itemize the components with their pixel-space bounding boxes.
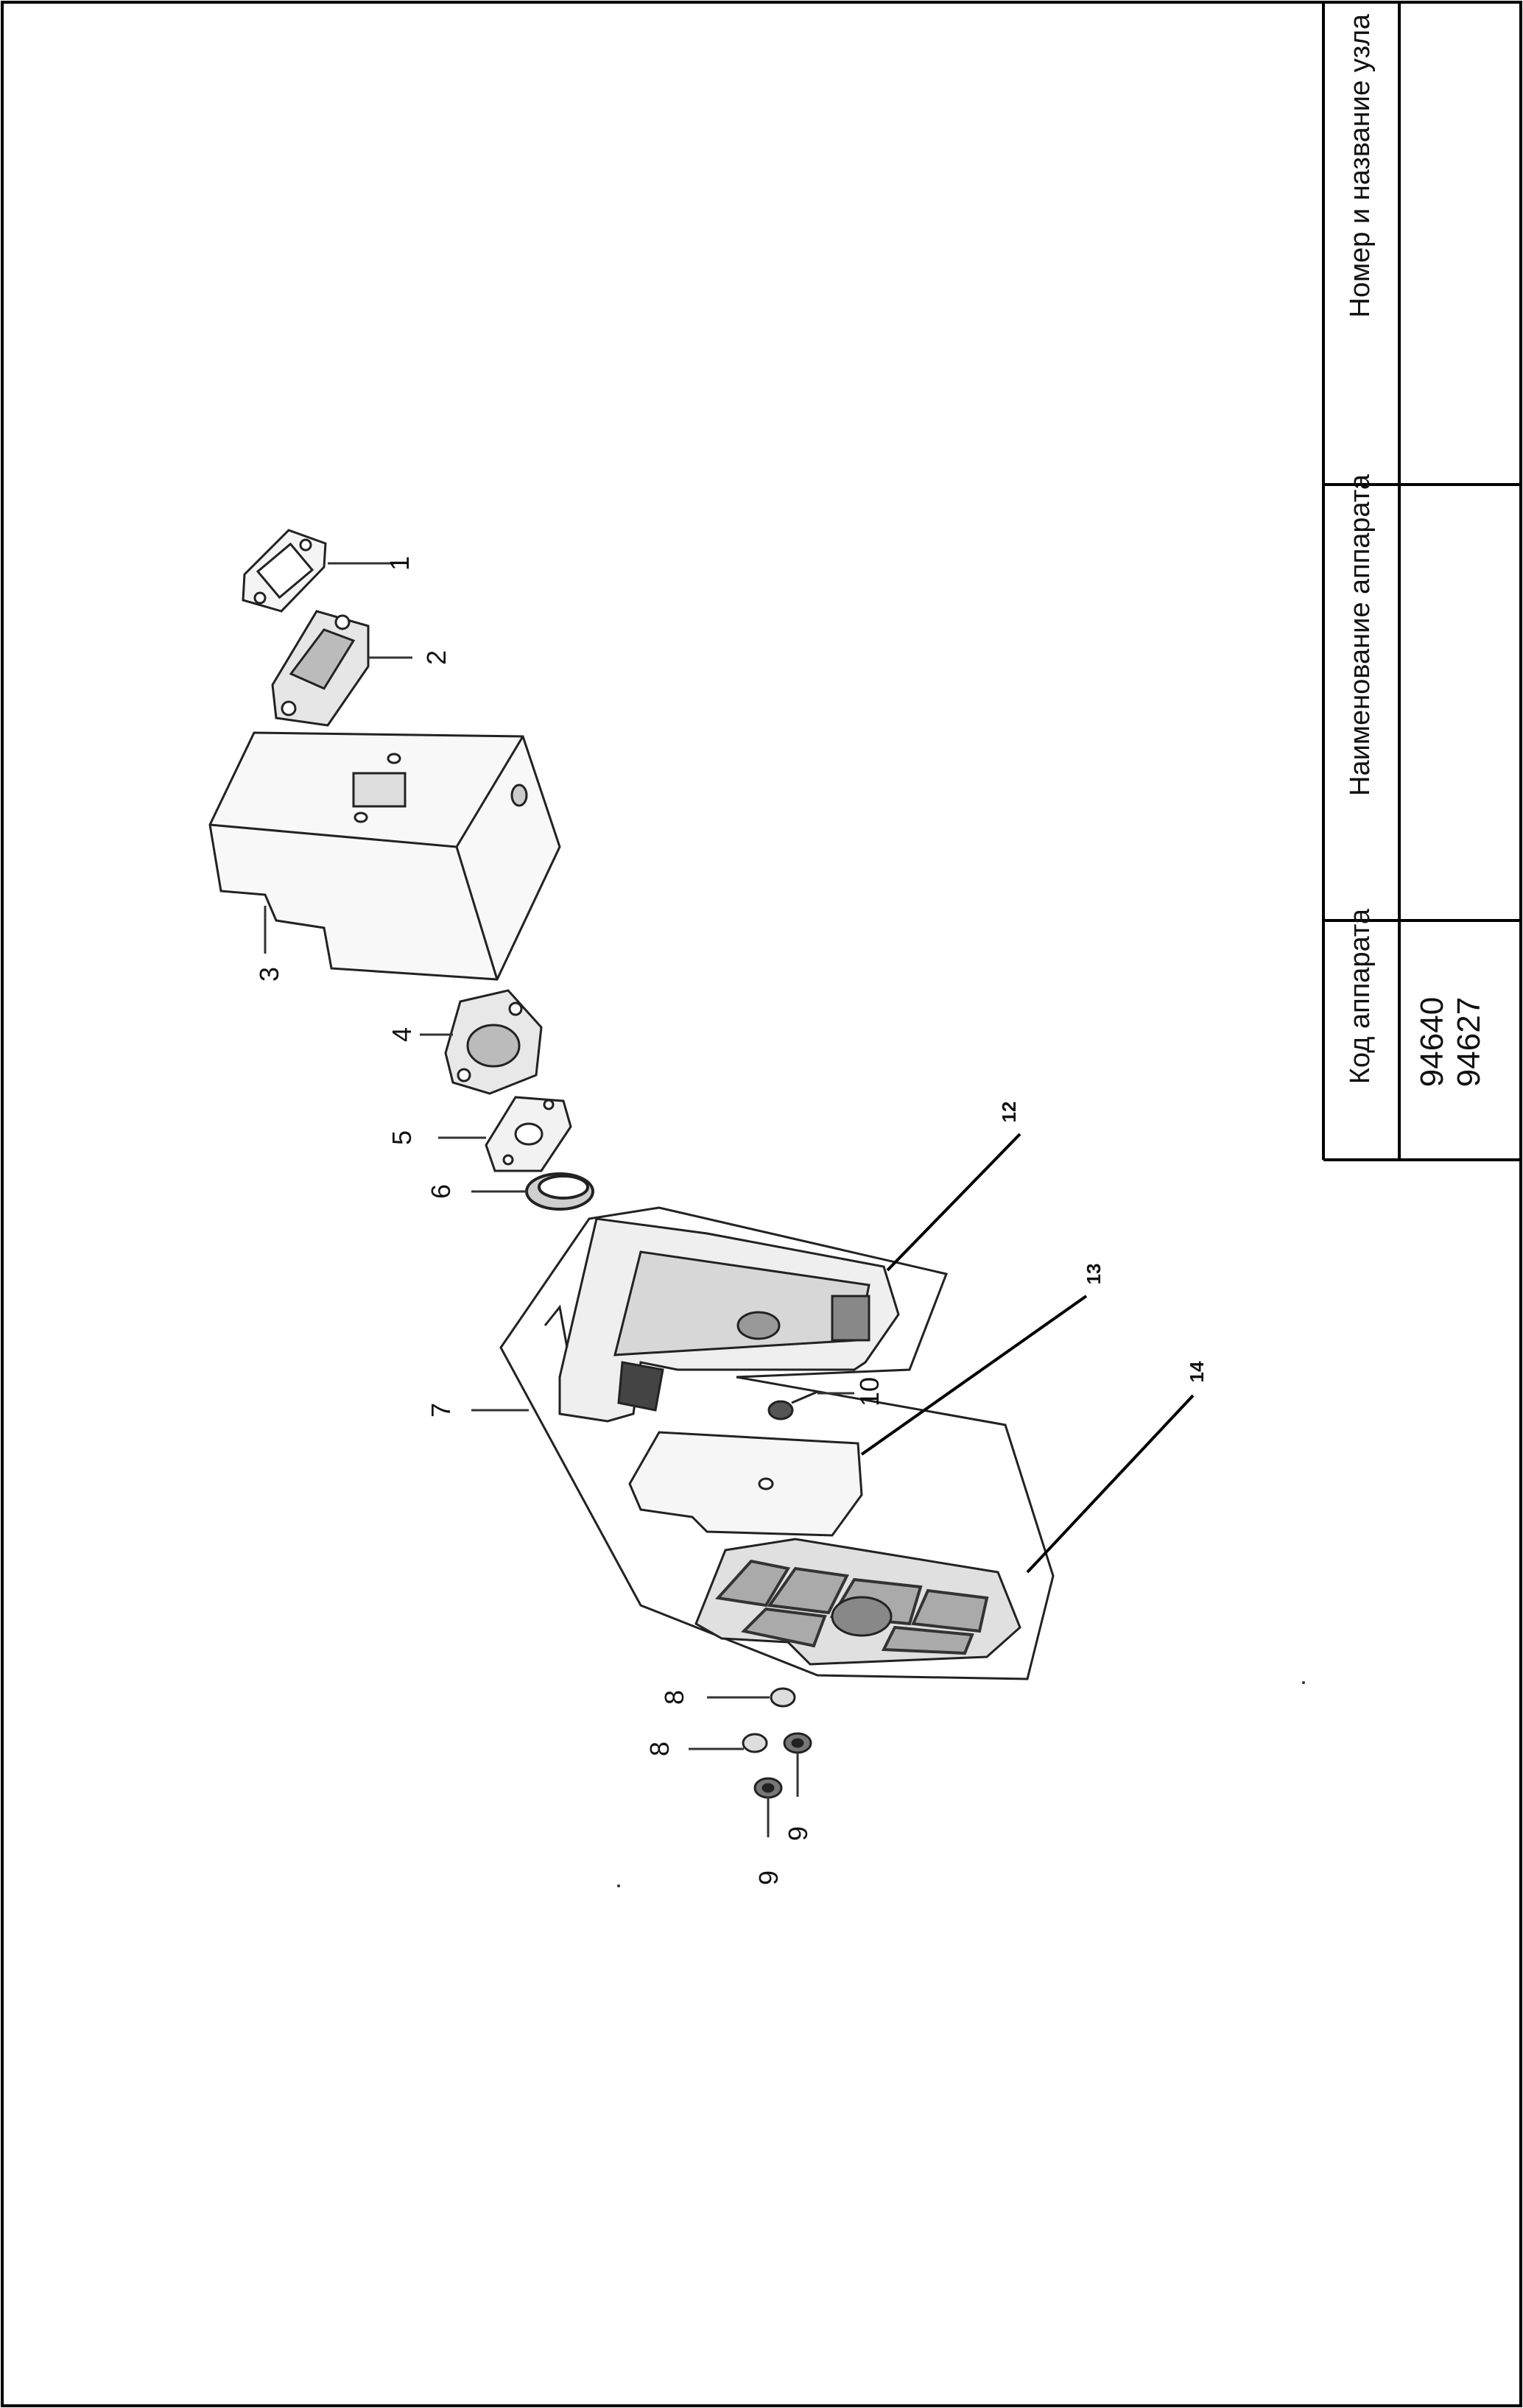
part-3-muffler-housing — [208, 731, 561, 981]
part-7-assembly-outline — [499, 1206, 1055, 1680]
part-2-flange — [271, 610, 370, 727]
part-8-bushing-a — [770, 1687, 796, 1708]
part-9-nut-b — [753, 1777, 783, 1799]
callout-6: 6 — [426, 1183, 456, 1200]
callout-12: 12 — [998, 1101, 1020, 1123]
callout-14: 14 — [1186, 1361, 1208, 1383]
device-code-1: 94640 — [1414, 996, 1450, 1088]
header-unit-name: Номер и название узла — [1345, 14, 1376, 318]
part-8-bushing-b — [742, 1733, 768, 1753]
part-6-seal-ring — [525, 1172, 594, 1211]
device-code-2: 94627 — [1451, 996, 1487, 1088]
part-10-screw — [767, 1390, 818, 1420]
callout-2: 2 — [421, 649, 451, 666]
part-5-gasket-plate — [485, 1096, 572, 1172]
leader-lines — [264, 562, 854, 1837]
callout-4: 4 — [387, 1027, 417, 1043]
stray-mark — [1302, 1681, 1305, 1684]
callout-5: 5 — [387, 1130, 417, 1146]
callout-8b: 8 — [644, 1741, 675, 1757]
callout-7: 7 — [426, 1402, 456, 1418]
header-device-name: Наименование аппарата — [1345, 474, 1376, 796]
part-13-foam-filter — [628, 1431, 863, 1537]
callout-9b: 9 — [753, 1870, 784, 1886]
title-block-grid — [1322, 2, 1521, 1161]
part-7-air-filter-housing — [544, 1217, 900, 1423]
callout-9a: 9 — [783, 1826, 813, 1842]
callout-8a: 8 — [659, 1689, 689, 1705]
part-1-gasket — [242, 529, 327, 613]
stray-mark — [617, 1884, 620, 1887]
part-4-manifold — [444, 989, 543, 1095]
callout-10: 10 — [854, 1376, 884, 1407]
part-9-nut-a — [783, 1732, 812, 1754]
part-14-filter-element — [694, 1538, 1021, 1666]
callout-13: 13 — [1083, 1263, 1105, 1285]
leader-lines-heavy — [860, 1133, 1195, 1574]
callout-3: 3 — [254, 966, 284, 982]
device-codes: 94640 94627 — [1414, 968, 1495, 1116]
header-device-code: Код аппарата — [1345, 909, 1376, 1085]
callout-1: 1 — [384, 555, 415, 571]
